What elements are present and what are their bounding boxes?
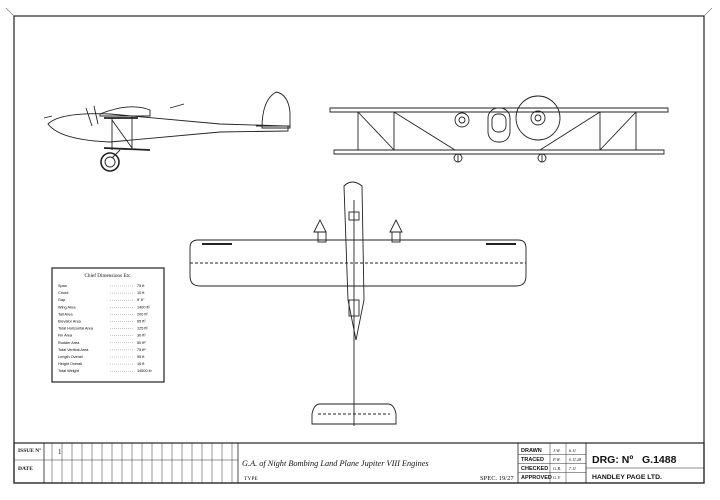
signoff-name: G.V. <box>553 475 561 480</box>
dimension-row-value: 200 ft² <box>137 312 148 316</box>
dimension-row-value: 16 ft <box>137 362 145 366</box>
dimension-row-value: 75 ft <box>137 284 145 288</box>
signoff-label: CHECKED <box>521 466 548 472</box>
signoff-label: TRACED <box>521 457 544 463</box>
dimension-row-value: 9' 6" <box>137 298 145 302</box>
dimension-row-value: 14500 lb <box>137 369 152 373</box>
dimension-row-label: Total Vertical Area <box>58 348 89 352</box>
signoff-name: G.R. <box>553 466 561 471</box>
spec-label: SPEC. 19/27 <box>480 475 514 482</box>
drg-label: DRG: Nº <box>592 454 633 466</box>
type-label: TYPE <box>244 476 258 482</box>
signoff-label: APPROVED <box>521 475 552 481</box>
dimension-row-label: Total Weight <box>58 369 80 373</box>
dimension-row-value: 30 ft² <box>137 334 146 338</box>
dimension-row-label: Tail Area <box>58 312 73 316</box>
dimension-row-label: Gap <box>58 298 65 302</box>
side-view-drawing <box>43 91 291 172</box>
dimension-row-value: 65 ft² <box>137 320 146 324</box>
front-view-drawing <box>329 95 669 163</box>
dimension-row-label: Height Overall <box>58 362 82 366</box>
dimension-row-label: Wing Area <box>58 305 76 309</box>
dimension-row-value: 50 ft² <box>137 341 146 345</box>
signoff-date: 7.11 <box>569 466 576 471</box>
dimension-row-label: Rudder Area <box>58 341 80 345</box>
sheet-border <box>13 15 705 484</box>
dimension-row-label: Span <box>58 284 67 288</box>
dimensions-heading: Chief Dimensions Etc. <box>84 272 131 279</box>
issue-label: ISSUE Nº <box>18 448 41 454</box>
plan-view-drawing <box>189 181 527 426</box>
dimension-row-label: Elevator Area <box>58 320 82 324</box>
date-label: DATE <box>18 466 33 472</box>
dimension-row-label: Total Horizontal Area <box>58 327 94 331</box>
dimension-row-value: 75 ft² <box>137 348 146 352</box>
title-block: ISSUE Nº DATE 1 G.A. of Night Bombing La… <box>13 442 705 484</box>
dimension-row-value: 10 ft <box>137 291 145 295</box>
dimension-row-label: Fin Area <box>58 334 73 338</box>
dimensions-table: Chief Dimensions Etc. Span 75 ft Chord 10 f… <box>51 267 165 383</box>
dimension-row-value: 125 ft² <box>137 327 148 331</box>
signoff-name: F.W. <box>552 457 561 462</box>
dimension-row-value: 55 ft <box>137 355 145 359</box>
dimension-row-label: Chord <box>58 291 68 295</box>
dimension-row-value: 1400 ft² <box>137 305 151 309</box>
company-name: HANDLEY PAGE LTD. <box>592 474 662 481</box>
signoff-label: DRAWN <box>521 448 542 454</box>
signoff-name: J.W. <box>553 448 561 453</box>
signoff-date: 6.11 <box>569 448 576 453</box>
dimension-row-label: Length Overall <box>58 355 83 359</box>
drg-number: G.1488 <box>642 454 677 466</box>
signoff-date: 6.11.28 <box>569 457 582 462</box>
drawing-title: G.A. of Night Bombing Land Plane Jupiter… <box>242 459 429 468</box>
issue-value: 1 <box>58 448 62 456</box>
